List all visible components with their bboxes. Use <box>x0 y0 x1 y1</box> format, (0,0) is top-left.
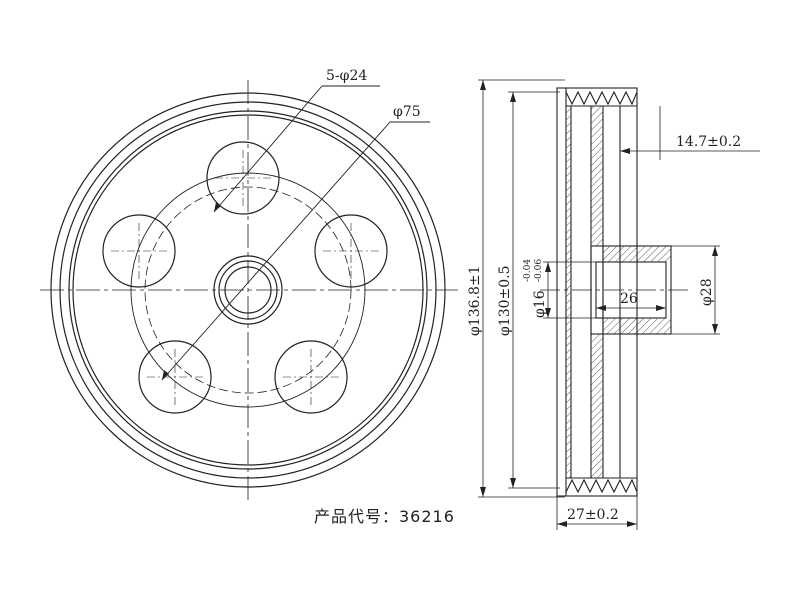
hole-3 <box>274 340 348 414</box>
side-view <box>556 87 672 497</box>
pcd-leader <box>161 121 391 381</box>
bore-tol-lower: -0.06 <box>534 259 544 282</box>
hole-callout: 5-φ24 <box>326 68 367 84</box>
pcd-callout: φ75 <box>393 104 421 120</box>
hole-leader <box>213 85 323 213</box>
width-label: 27±0.2 <box>567 507 619 523</box>
top-grooves <box>565 90 638 106</box>
hole-4 <box>138 340 212 414</box>
bore-dia-label: φ16 <box>532 290 548 318</box>
hub-length-label: 26 <box>620 291 638 307</box>
hole-2 <box>314 214 388 288</box>
bottom-grooves <box>565 478 638 494</box>
product-code: 产品代号：36216 <box>314 507 455 526</box>
bore-tol-upper: -0.04 <box>523 259 533 282</box>
rim-outline <box>556 87 638 497</box>
hub-dia-label: φ28 <box>699 278 715 306</box>
hole-5 <box>102 214 176 288</box>
groove-dia-label: φ130±0.5 <box>497 265 513 336</box>
hole-1 <box>206 141 280 215</box>
front-view <box>40 80 458 500</box>
offset-label: 14.7±0.2 <box>676 134 741 150</box>
outer-dia-label: φ136.8±1 <box>467 265 483 336</box>
